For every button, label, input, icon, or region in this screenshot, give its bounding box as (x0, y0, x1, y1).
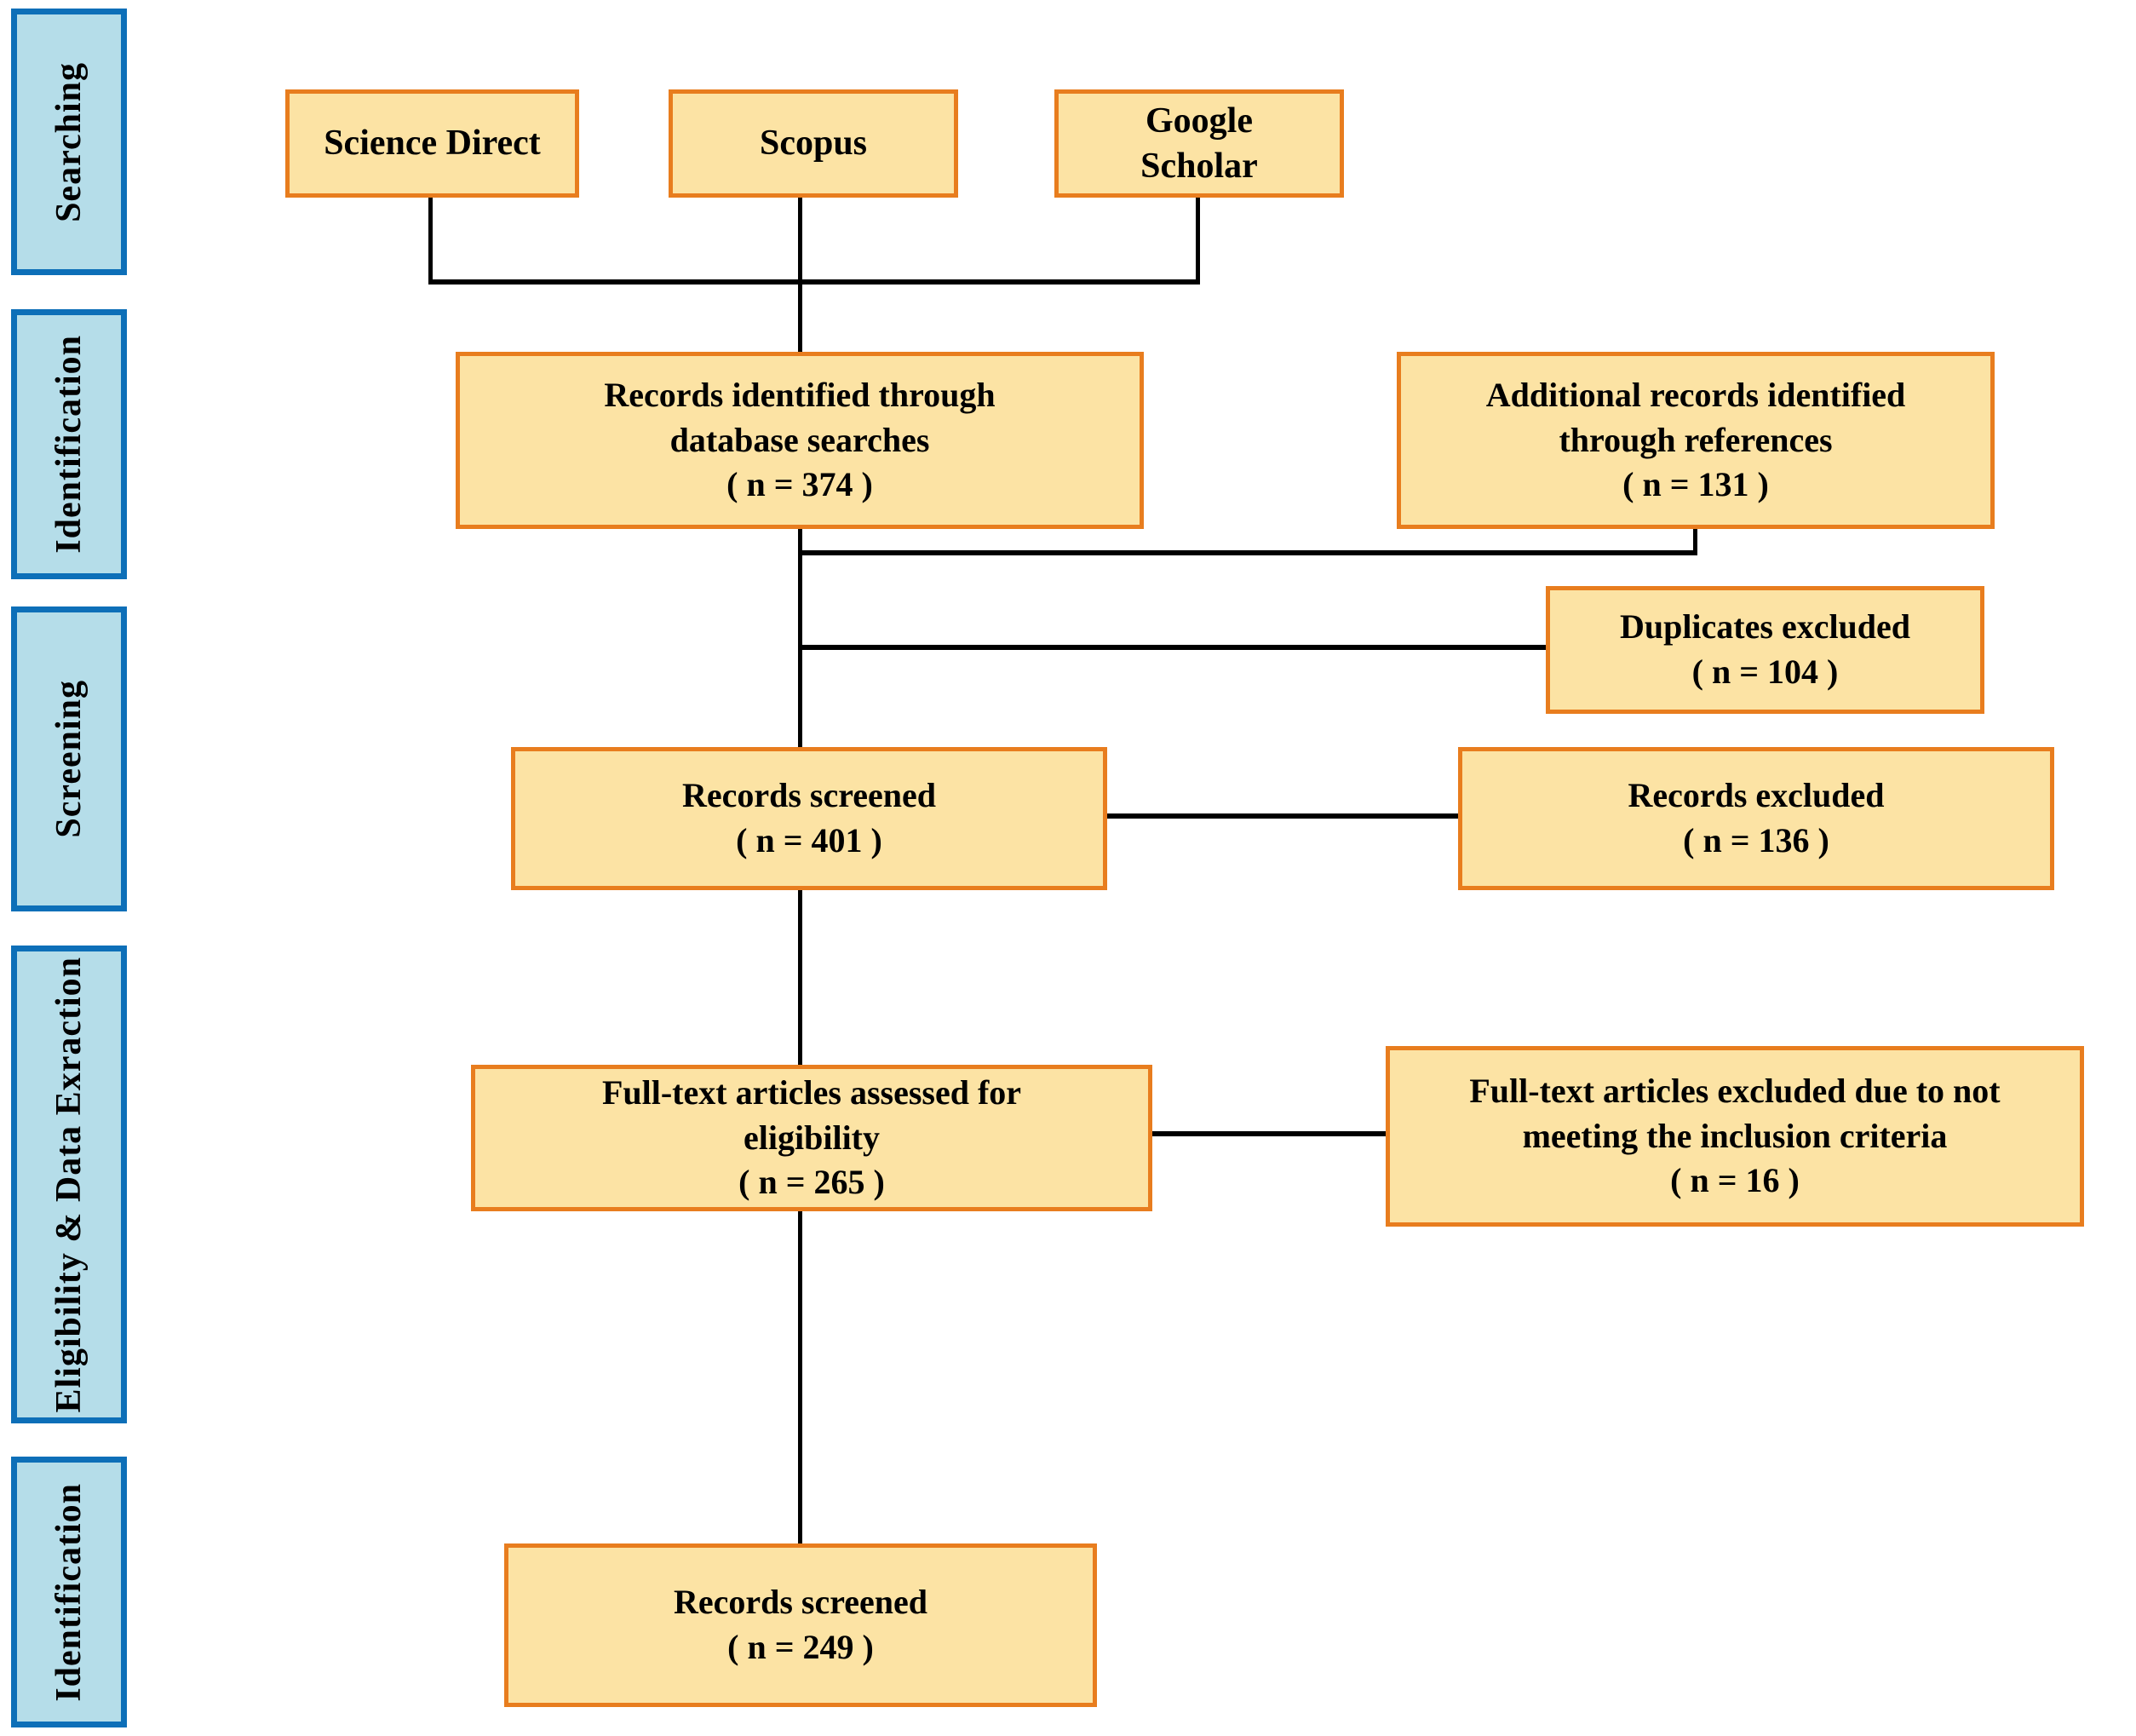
connector-sources-horizontal (428, 279, 1200, 285)
box-records-identified: Records identified through database sear… (456, 352, 1144, 529)
box-count: ( n = 265 ) (738, 1163, 885, 1202)
connector-science-direct-stub (428, 198, 433, 284)
stage-label: Eligibility & Data Exraction (49, 956, 89, 1413)
box-count: ( n = 16 ) (1670, 1161, 1800, 1200)
box-text: Records excluded (1628, 776, 1885, 815)
stage-label: Identification (49, 335, 89, 554)
stage-eligibility-data-extraction: Eligibility & Data Exraction (11, 946, 127, 1423)
box-text: Full-text articles excluded due to not m… (1469, 1071, 2001, 1155)
box-count: ( n = 249 ) (727, 1628, 874, 1666)
box-count: ( n = 136 ) (1683, 821, 1829, 859)
box-text: Full-text articles assessed for eligibil… (601, 1072, 1022, 1157)
box-count: ( n = 104 ) (1691, 652, 1839, 691)
box-text: Duplicates excluded (1619, 607, 1911, 647)
box-records-screened: Records screened ( n = 401 ) (511, 747, 1107, 890)
box-text: Additional records identified through re… (1485, 375, 1906, 459)
connector-to-fulltext-excluded (1152, 1131, 1386, 1136)
source-box-google-scholar: Google Scholar (1054, 89, 1344, 198)
stage-identification-1: Identification (11, 309, 127, 579)
stage-screening: Screening (11, 606, 127, 911)
source-label: Google Scholar (1140, 101, 1258, 186)
box-count: ( n = 401 ) (736, 821, 882, 859)
box-count: ( n = 374 ) (726, 465, 873, 504)
box-records-excluded: Records excluded ( n = 136 ) (1458, 747, 2054, 890)
source-box-scopus: Scopus (669, 89, 958, 198)
box-fulltext-excluded: Full-text articles excluded due to not m… (1386, 1046, 2084, 1227)
box-additional-records: Additional records identified through re… (1397, 352, 1995, 529)
connector-records-to-screened (798, 529, 802, 747)
connector-to-duplicates (798, 645, 1546, 650)
stage-label: Screening (49, 680, 89, 838)
connector-additional-records-stub (1693, 529, 1697, 555)
box-duplicates-excluded: Duplicates excluded ( n = 104 ) (1546, 586, 1984, 714)
box-records-screened-final: Records screened ( n = 249 ) (504, 1543, 1097, 1707)
box-count: ( n = 131 ) (1622, 465, 1769, 504)
stage-label: Identification (49, 1482, 89, 1702)
source-label: Scopus (759, 124, 868, 164)
connector-merge-horizontal (798, 550, 1697, 555)
box-fulltext-assessed: Full-text articles assessed for eligibil… (471, 1065, 1152, 1211)
box-text: Records screened (673, 1583, 928, 1622)
stage-label: Searching (49, 61, 89, 222)
stage-searching: Searching (11, 9, 127, 275)
connector-screened-to-fulltext (798, 890, 802, 1065)
connector-google-scholar-stub (1196, 198, 1200, 284)
connector-to-records-excluded (1107, 813, 1458, 819)
source-box-science-direct: Science Direct (285, 89, 579, 198)
connector-fulltext-to-final (798, 1211, 802, 1543)
box-text: Records identified through database sear… (604, 375, 996, 459)
connector-scopus-to-records (798, 198, 802, 352)
source-label: Science Direct (324, 124, 541, 164)
stage-identification-2: Identification (11, 1457, 127, 1727)
box-text: Records screened (681, 776, 937, 815)
